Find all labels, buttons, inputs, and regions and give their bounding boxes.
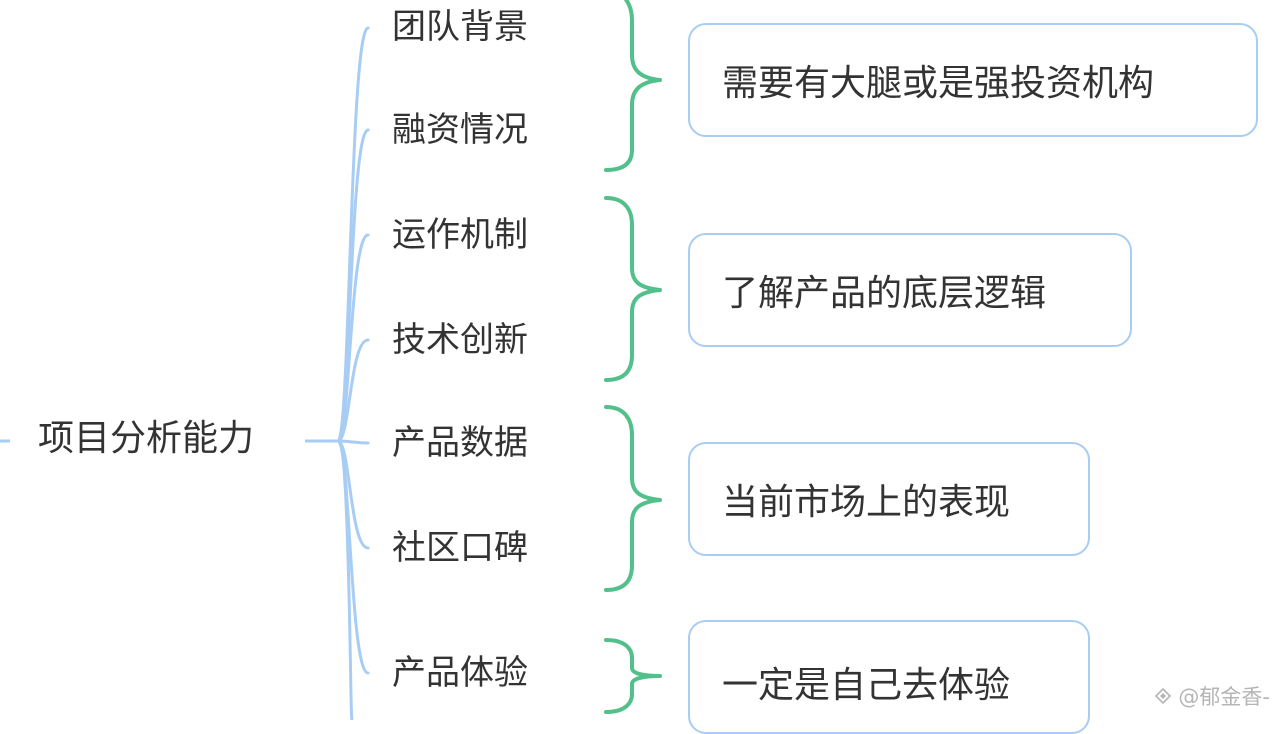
branch-product-experience bbox=[336, 439, 370, 675]
child-node-community[interactable]: 社区口碑 bbox=[392, 528, 528, 568]
summary-box-4[interactable]: 一定是自己去体验 bbox=[688, 620, 1090, 734]
child-node-financing[interactable]: 融资情况 bbox=[392, 110, 528, 150]
summary-label-2: 了解产品的底层逻辑 bbox=[722, 273, 1047, 314]
summary-box-2[interactable]: 了解产品的底层逻辑 bbox=[688, 233, 1132, 347]
watermark-text: @郁金香- bbox=[1178, 685, 1270, 709]
summary-label-1: 需要有大腿或是强投资机构 bbox=[722, 63, 1155, 104]
brace-4 bbox=[604, 638, 662, 714]
branch-product-data bbox=[336, 439, 370, 445]
child-node-tech-innovation[interactable]: 技术创新 bbox=[392, 320, 528, 360]
branch-tech-innovation bbox=[336, 338, 370, 443]
summary-label-3: 当前市场上的表现 bbox=[722, 482, 1011, 523]
watermark-logo-icon bbox=[1155, 687, 1172, 705]
root-node[interactable]: 项目分析能力 bbox=[38, 418, 255, 459]
brace-1 bbox=[604, 0, 662, 172]
child-node-product-experience[interactable]: 产品体验 bbox=[392, 653, 528, 693]
child-node-product-data[interactable]: 产品数据 bbox=[392, 423, 528, 463]
branch-offscreen bbox=[336, 439, 354, 720]
summary-box-3[interactable]: 当前市场上的表现 bbox=[688, 442, 1090, 556]
brace-3 bbox=[604, 405, 662, 592]
brace-2 bbox=[604, 196, 662, 382]
watermark: @郁金香- bbox=[1154, 681, 1270, 711]
summary-label-4: 一定是自己去体验 bbox=[722, 665, 1011, 706]
child-node-operation[interactable]: 运作机制 bbox=[392, 215, 528, 255]
child-node-team-background[interactable]: 团队背景 bbox=[392, 7, 528, 47]
summary-box-1[interactable]: 需要有大腿或是强投资机构 bbox=[688, 23, 1258, 137]
